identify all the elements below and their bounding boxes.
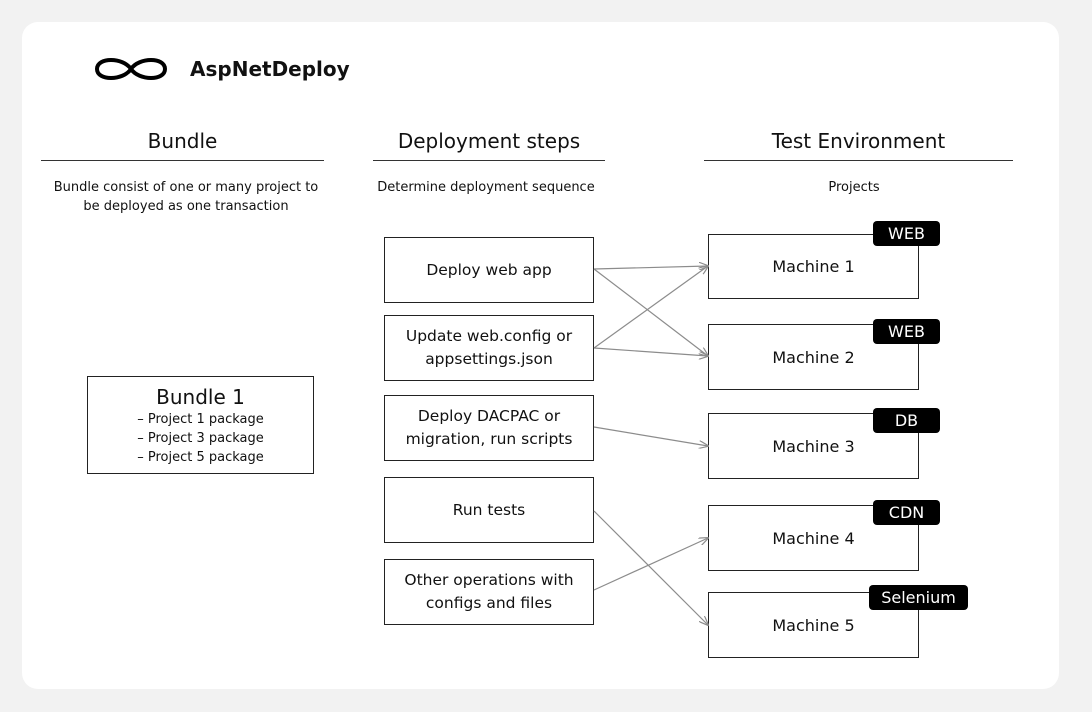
step-box-3: Deploy DACPAC or migration, run scripts	[384, 395, 594, 461]
machine-tag: WEB	[873, 319, 940, 344]
machine-box-5: Machine 5	[708, 592, 919, 658]
step-label-line-1: Deploy DACPAC or	[417, 407, 561, 425]
bundle-desc-line-2: be deployed as one transaction	[83, 199, 289, 214]
step-box-2: Update web.config or appsettings.json	[384, 315, 594, 381]
step-label-line-2: migration, run scripts	[405, 430, 573, 448]
step-label-line-2: appsettings.json	[425, 350, 553, 368]
machine-label: Machine 1	[772, 257, 855, 276]
infinity-icon	[94, 58, 168, 80]
step-label-line-2: configs and files	[425, 594, 553, 612]
connection-arrow	[593, 426, 708, 446]
bundle-box: Bundle 1 – Project 1 package – Project 3…	[87, 376, 314, 474]
machine-label: Machine 2	[772, 347, 855, 367]
machine-tag: DB	[873, 408, 940, 433]
step-box-4: Run tests	[384, 477, 594, 543]
machine-label: Machine 3	[772, 436, 855, 456]
env-column-title: Test Environment	[771, 129, 946, 153]
machine-tag: CDN	[873, 500, 940, 525]
bundle-desc-line-1: Bundle consist of one or many project to	[53, 180, 319, 195]
connection-arrow	[593, 510, 708, 625]
connection-arrow	[593, 538, 708, 591]
steps-column-rule	[373, 160, 605, 161]
step-label-line-1: Other operations with	[404, 571, 574, 589]
bundle-column-description: Bundle consist of one or many project to…	[30, 178, 342, 216]
bundle-project-item: – Project 5 package	[137, 449, 264, 465]
connection-arrow	[593, 266, 708, 349]
step-box-1: Deploy web app	[384, 237, 594, 303]
bundle-title: Bundle 1	[156, 384, 245, 409]
bundle-project-item: – Project 1 package	[137, 411, 264, 427]
machine-label: Machine 4	[772, 528, 855, 548]
machine-tag: WEB	[873, 221, 940, 246]
env-column-rule	[704, 160, 1013, 161]
machine-tag: Selenium	[869, 585, 968, 610]
steps-column-description: Determine deployment sequence	[377, 180, 595, 195]
step-label: Run tests	[452, 500, 526, 519]
step-label: Deploy web app	[426, 260, 552, 279]
machine-label: Machine 5	[772, 615, 855, 635]
connection-arrow	[593, 266, 708, 269]
machine-box-3: Machine 3	[708, 413, 919, 479]
connection-arrow	[593, 268, 708, 356]
bundle-column-title: Bundle	[147, 129, 218, 153]
bundle-project-item: – Project 3 package	[137, 430, 264, 446]
bundle-column-rule	[41, 160, 324, 161]
env-column-description: Projects	[828, 180, 880, 195]
steps-column-title: Deployment steps	[397, 129, 581, 153]
bundle-project-list: – Project 1 package – Project 3 package …	[137, 410, 264, 467]
step-label-line-1: Update web.config or	[405, 327, 573, 345]
app-title: AspNetDeploy	[190, 57, 350, 81]
connection-arrow	[593, 347, 708, 356]
step-box-5: Other operations with configs and files	[384, 559, 594, 625]
